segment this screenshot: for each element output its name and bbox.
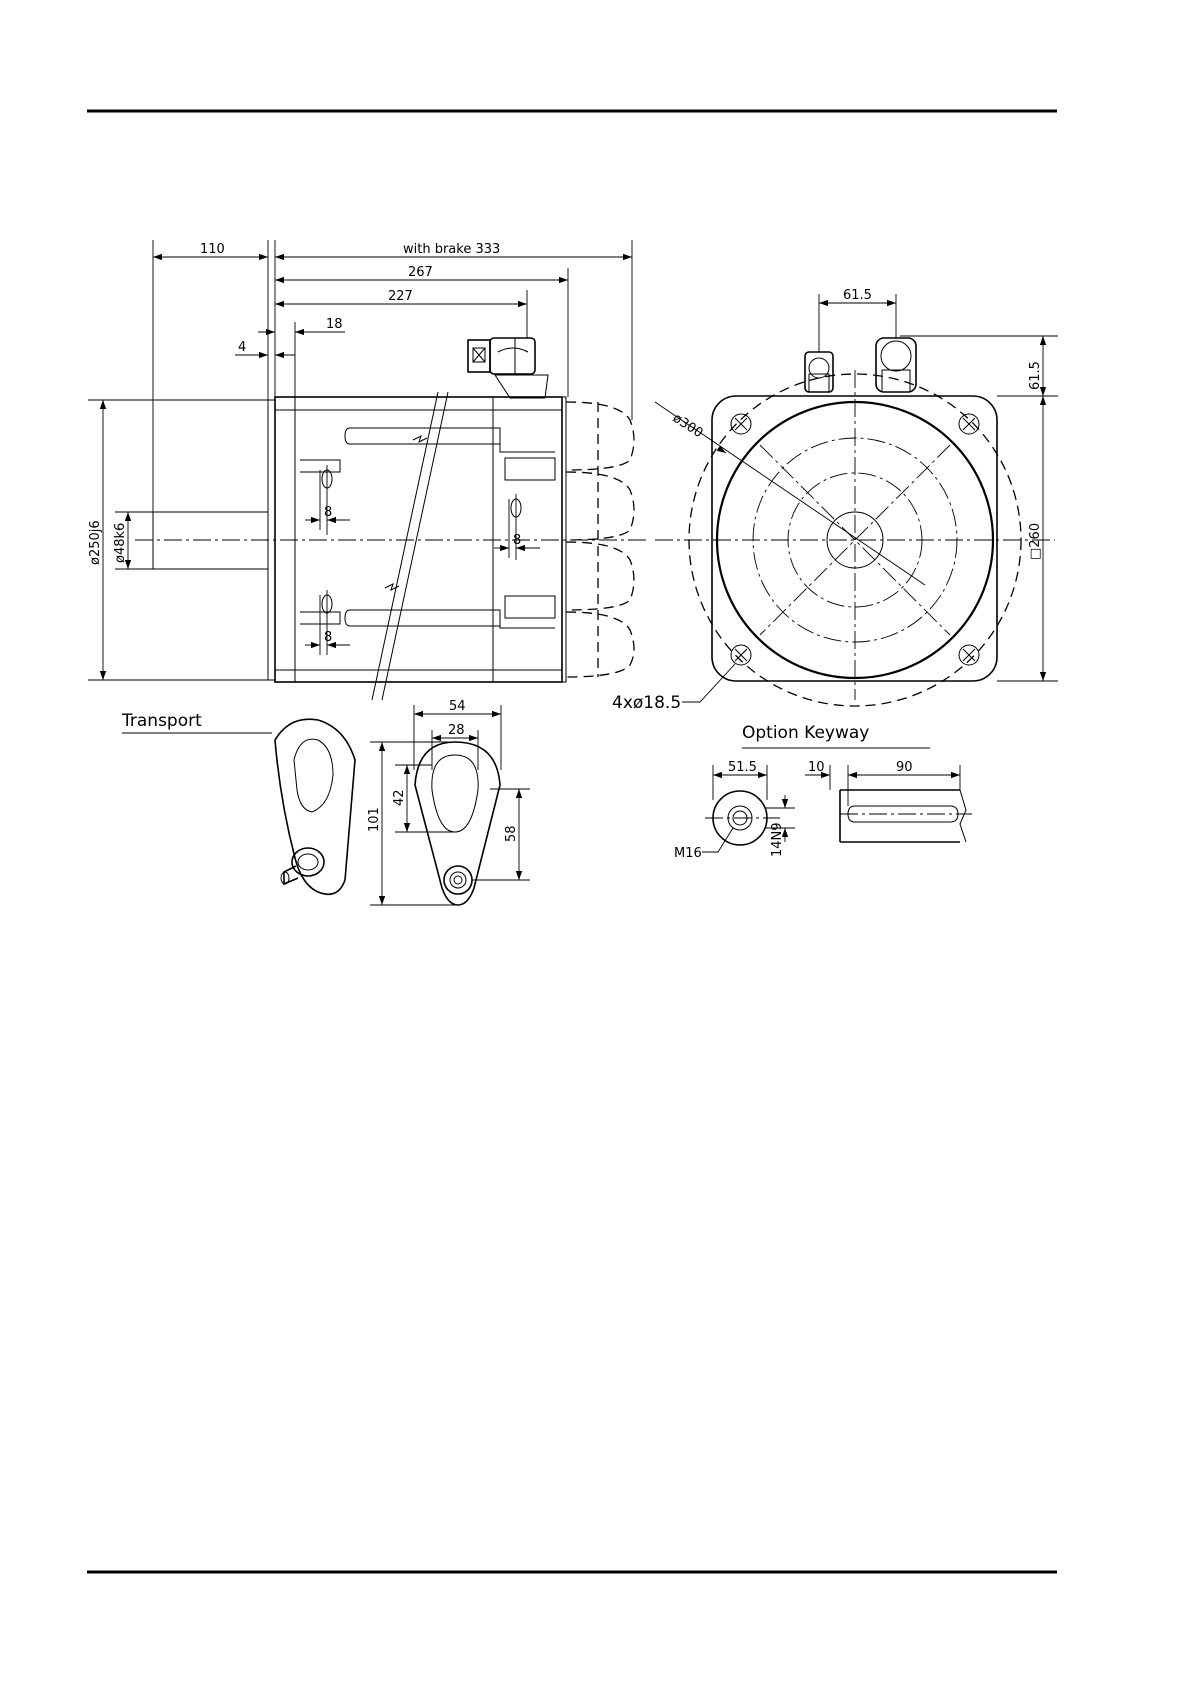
transport-label: Transport — [121, 711, 202, 731]
dim-90: 90 — [896, 760, 913, 775]
front-view: ø300 4xø18.5 61.5 61.5 □260 — [612, 288, 1058, 713]
slot-dim-a: 8 — [324, 505, 332, 520]
dim-51-5: 51.5 — [728, 760, 757, 775]
slot-dim-b: 8 — [324, 630, 332, 645]
dim-28: 28 — [448, 723, 465, 738]
shaft — [153, 512, 268, 569]
dim-300: ø300 — [670, 411, 706, 441]
transport-section: Transport 54 28 101 — [121, 699, 530, 905]
keyway-section: Option Keyway 51.5 M16 14N9 — [674, 723, 972, 861]
side-connector — [468, 338, 548, 398]
cable — [372, 392, 438, 700]
dim-4x18-5: 4xø18.5 — [612, 693, 681, 713]
dim-110: 110 — [200, 242, 225, 257]
dim-54: 54 — [449, 699, 466, 714]
dim-4: 4 — [238, 340, 246, 355]
dim-267: 267 — [408, 265, 433, 280]
brake-outline — [566, 402, 634, 470]
eyebolt-front — [415, 742, 500, 905]
dim-101: 101 — [367, 807, 382, 832]
shaft-end-view — [705, 791, 780, 845]
dim-48k6: ø48k6 — [113, 523, 128, 563]
dim-m16: M16 — [674, 846, 702, 861]
keyway-label: Option Keyway — [742, 723, 869, 743]
side-view: 8 8 8 — [88, 240, 650, 700]
front-connectors — [805, 338, 916, 392]
slot-dim-c: 8 — [513, 533, 521, 548]
dim-14n9: 14N9 — [770, 822, 785, 857]
dim-42: 42 — [392, 789, 407, 806]
dim-227: 227 — [388, 289, 413, 304]
dim-61-5-vertical: 61.5 — [1028, 361, 1043, 390]
dim-18: 18 — [326, 317, 343, 332]
eyebolt-perspective — [275, 719, 355, 894]
dim-250j6: ø250j6 — [88, 520, 103, 565]
dim-10: 10 — [808, 760, 825, 775]
dim-260: □260 — [1028, 523, 1043, 560]
front-square — [712, 396, 997, 681]
dim-58: 58 — [504, 825, 519, 842]
dim-with-brake-333: with brake 333 — [403, 242, 500, 257]
dim-61-5-horizontal: 61.5 — [843, 288, 872, 303]
shaft-side-view — [840, 790, 972, 842]
